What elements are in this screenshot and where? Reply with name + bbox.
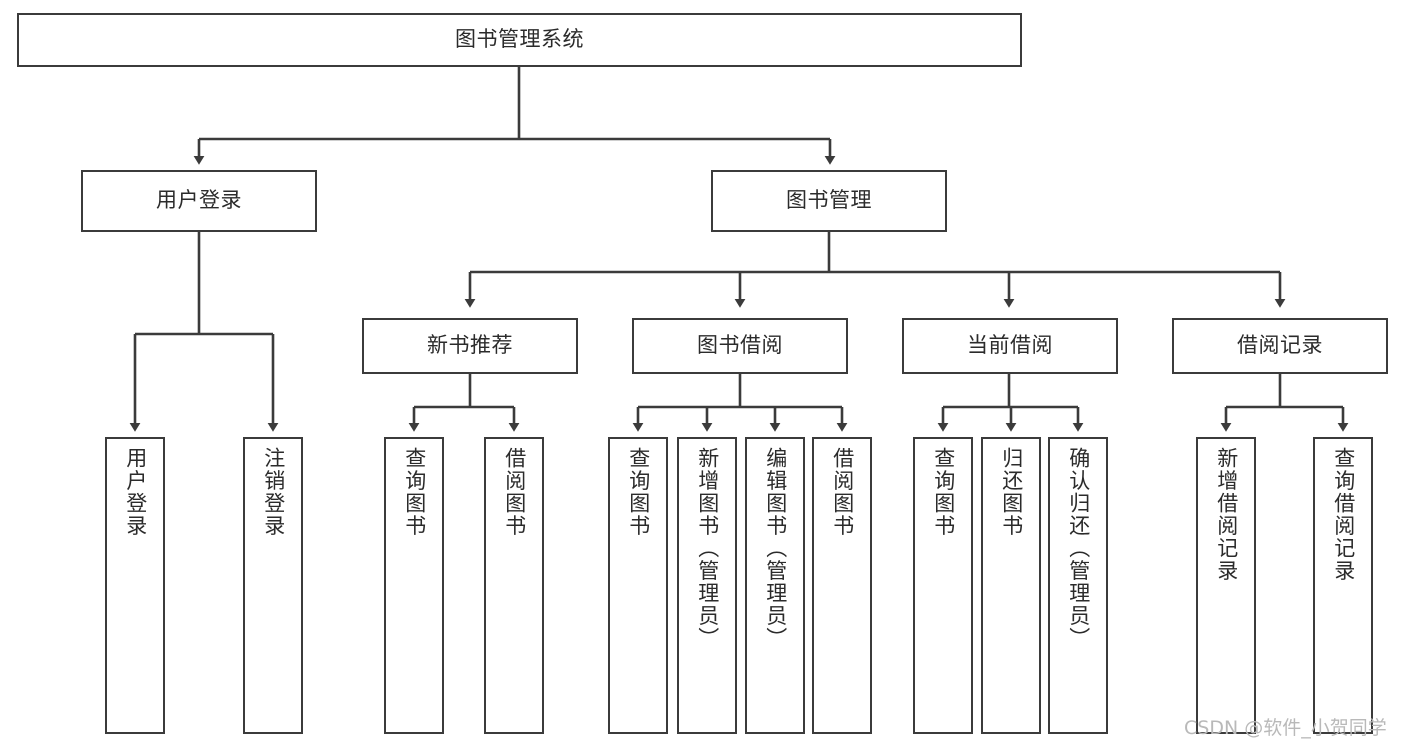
leaf-user-login[interactable]: 用户登录 <box>105 437 165 734</box>
node-label: 借阅记录 <box>1237 333 1323 358</box>
node-label: 用户登录 <box>123 447 148 537</box>
node-label: 新增借阅记录 <box>1214 447 1239 582</box>
node-label: 新增图书（管理员） <box>695 447 720 650</box>
node-root-system[interactable]: 图书管理系统 <box>17 13 1022 67</box>
leaf-query-book-recommend[interactable]: 查询图书 <box>384 437 444 734</box>
node-label: 图书管理 <box>786 188 872 213</box>
node-label: 用户登录 <box>156 188 242 213</box>
leaf-add-borrow-record[interactable]: 新增借阅记录 <box>1196 437 1256 734</box>
leaf-return-book[interactable]: 归还图书 <box>981 437 1041 734</box>
leaf-borrow-book[interactable]: 借阅图书 <box>812 437 872 734</box>
node-label: 新书推荐 <box>427 333 513 358</box>
node-label: 当前借阅 <box>967 333 1053 358</box>
node-label: 查询图书 <box>626 447 651 537</box>
node-label: 查询图书 <box>402 447 427 537</box>
leaf-query-book-current[interactable]: 查询图书 <box>913 437 973 734</box>
node-label: 图书借阅 <box>697 333 783 358</box>
node-label: 归还图书 <box>999 447 1024 537</box>
node-label: 图书管理系统 <box>455 27 584 52</box>
node-label: 借阅图书 <box>502 447 527 537</box>
node-new-book-recommend[interactable]: 新书推荐 <box>362 318 578 374</box>
node-borrow-record[interactable]: 借阅记录 <box>1172 318 1388 374</box>
leaf-edit-book[interactable]: 编辑图书（管理员） <box>745 437 805 734</box>
node-label: 查询借阅记录 <box>1331 447 1356 582</box>
watermark-text: CSDN @软件_小贺同学 <box>1184 717 1387 739</box>
leaf-add-book[interactable]: 新增图书（管理员） <box>677 437 737 734</box>
leaf-borrow-book-recommend[interactable]: 借阅图书 <box>484 437 544 734</box>
node-user-login[interactable]: 用户登录 <box>81 170 317 232</box>
node-label: 确认归还（管理员） <box>1066 447 1091 650</box>
node-book-borrow[interactable]: 图书借阅 <box>632 318 848 374</box>
leaf-query-borrow-record[interactable]: 查询借阅记录 <box>1313 437 1373 734</box>
node-label: 查询图书 <box>931 447 956 537</box>
node-book-management[interactable]: 图书管理 <box>711 170 947 232</box>
node-label: 注销登录 <box>261 447 286 537</box>
leaf-confirm-return[interactable]: 确认归还（管理员） <box>1048 437 1108 734</box>
node-label: 编辑图书（管理员） <box>763 447 788 650</box>
node-label: 借阅图书 <box>830 447 855 537</box>
leaf-logout[interactable]: 注销登录 <box>243 437 303 734</box>
leaf-query-book-borrow[interactable]: 查询图书 <box>608 437 668 734</box>
node-current-borrow[interactable]: 当前借阅 <box>902 318 1118 374</box>
